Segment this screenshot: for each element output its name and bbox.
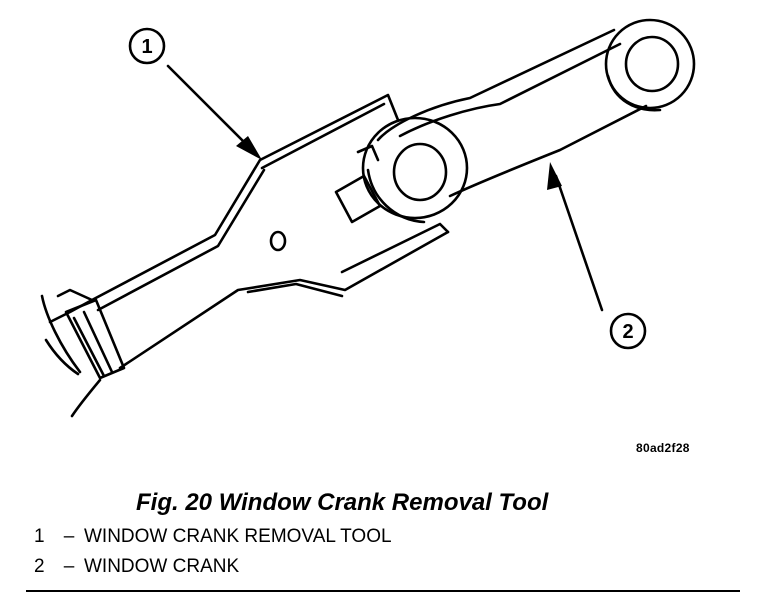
callout-2: 2 (609, 312, 647, 350)
figure-caption: Fig. 20 Window Crank Removal Tool (136, 489, 549, 516)
leader-1-arrowhead (236, 136, 262, 160)
callout-1: 1 (128, 27, 166, 65)
illustration: 1 2 (40, 18, 696, 418)
legend-number: 2 (34, 556, 45, 577)
legend-item: 2–WINDOW CRANK (34, 556, 239, 578)
window-crank-drawing (361, 18, 696, 224)
leader-2-arrowhead (547, 162, 562, 190)
image-code: 80ad2f28 (636, 441, 690, 455)
legend-number: 1 (34, 526, 45, 547)
legend-text: WINDOW CRANK REMOVAL TOOL (84, 526, 392, 547)
callout-2-label: 2 (622, 321, 633, 343)
removal-tool-drawing (40, 93, 450, 418)
legend-text: WINDOW CRANK (84, 556, 240, 577)
legend-dash: – (63, 556, 75, 577)
callout-1-label: 1 (141, 36, 152, 58)
leader-lines (166, 64, 604, 312)
bottom-rule (26, 590, 740, 592)
legend-item: 1–WINDOW CRANK REMOVAL TOOL (34, 526, 392, 548)
legend-dash: – (63, 526, 75, 547)
